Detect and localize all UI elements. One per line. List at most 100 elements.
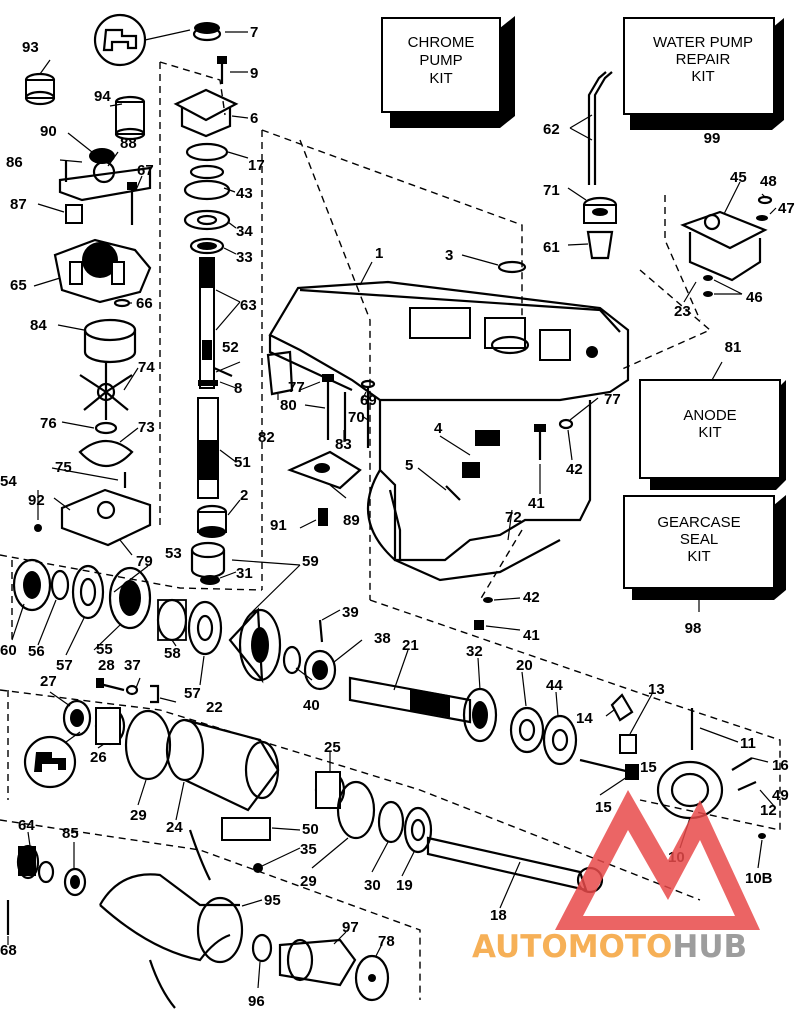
part-label: 75 [55,459,72,476]
water-tube-parts [582,71,618,260]
carrier-row [62,678,604,894]
part-label: 74 [138,359,155,376]
part-label: 8 [234,380,242,397]
part-label: 89 [343,512,360,529]
kit-line: PUMP [419,52,462,69]
kit-box-anode: ANODE KIT 81 [639,339,786,490]
part-5 [445,485,461,501]
part-label: 69 [360,392,377,409]
part-label: 25 [324,739,341,756]
kit-box-gearcase-seal: GEARCASE SEAL KIT 98 [623,495,786,637]
part-label: 57 [184,685,201,702]
kit-box-water-pump: WATER PUMP REPAIR KIT 99 [623,17,784,147]
part-label: 68 [0,942,17,959]
kit-line: KIT [698,424,721,441]
part-label: 71 [543,182,560,199]
part-label: 51 [234,454,251,471]
kit-line: GEARCASE [657,514,740,531]
part-label: 44 [546,677,563,694]
kit-line: CHROME [408,34,475,51]
part-label: 78 [378,933,395,950]
part-label: 60 [0,642,17,659]
cover-plate-parts [680,195,773,297]
water-pump-stack [24,72,152,547]
kit-line: KIT [691,68,714,85]
part-label: 46 [746,289,763,306]
part-label: 6 [250,110,258,127]
part-label: 3 [445,247,453,264]
part-label: 39 [342,604,359,621]
part-label: 54 [0,473,17,490]
bolts-set [322,374,376,448]
part-label: 5 [405,457,413,474]
part-label: 64 [18,817,35,834]
part-labels: 1 2 3 4 5 6 7 8 9 10 10B 11 12 13 14 15 … [0,24,795,1010]
part-label: 29 [130,807,147,824]
part-label: 30 [364,877,381,894]
part-label: 32 [466,643,483,660]
dashed-assembly-lines [0,61,781,1000]
part-label: 1 [375,245,383,262]
part-label: 57 [56,657,73,674]
part-label: 49 [772,787,789,804]
part-label: 70 [348,409,365,426]
part-4 [462,462,480,478]
part-label: 97 [342,919,359,936]
part-label: 65 [10,277,27,294]
part-label: 19 [396,877,413,894]
part-label: 95 [264,892,281,909]
kit-line: WATER PUMP [653,34,753,51]
part-label: 53 [165,545,182,562]
part-label: 50 [302,821,319,838]
part-label: 41 [528,495,545,512]
part-label: 77 [288,379,305,396]
kit-box-chrome: CHROME PUMP KIT [381,16,515,128]
part-label: 55 [96,641,113,658]
part-label: 40 [303,697,320,714]
part-label: 63 [240,297,257,314]
part-label: 12 [760,802,777,819]
part-label: 34 [236,223,253,240]
part-label: 45 [730,169,747,186]
shift-parts [579,693,766,839]
part-label: 86 [6,154,23,171]
ring-3 [497,260,527,274]
part-label: 17 [248,157,265,174]
watermark-text-hub: HUB [672,929,747,965]
part-label: 42 [523,589,540,606]
part-label: 2 [240,487,248,504]
part-label: 9 [250,65,258,82]
trim-tab [287,450,362,526]
part-label: 29 [300,873,317,890]
part-label: 48 [760,173,777,190]
part-label: 84 [30,317,47,334]
kit-line: ANODE [683,407,736,424]
part-label: 61 [543,239,560,256]
driveshaft-stack [173,22,239,585]
part-label: 90 [40,123,57,140]
part-label: 52 [222,339,239,356]
watermark-text-main: AUTOMOTO [472,929,672,965]
kit-ref: 81 [725,339,742,356]
part-82 [266,350,294,396]
part-label: 4 [434,420,443,437]
part-label: 79 [136,553,153,570]
part-label: 72 [505,509,522,526]
part-label: 23 [674,303,691,320]
kit-line: SEAL [680,531,718,548]
part-label: 42 [566,461,583,478]
part-label: 15 [595,799,612,816]
part-label: 10B [745,870,773,887]
kit-line: KIT [429,70,452,87]
part-label: 43 [236,185,253,202]
part-label: 41 [523,627,540,644]
part-label: 14 [576,710,593,727]
part-label: 94 [94,88,111,105]
part-label: 21 [402,637,419,654]
gearcase-housing [268,280,630,582]
part-label: 7 [250,24,258,41]
part-label: 56 [28,643,45,660]
chrome-pump-icon-lower [23,731,81,789]
chrome-pump-icon [93,13,191,67]
